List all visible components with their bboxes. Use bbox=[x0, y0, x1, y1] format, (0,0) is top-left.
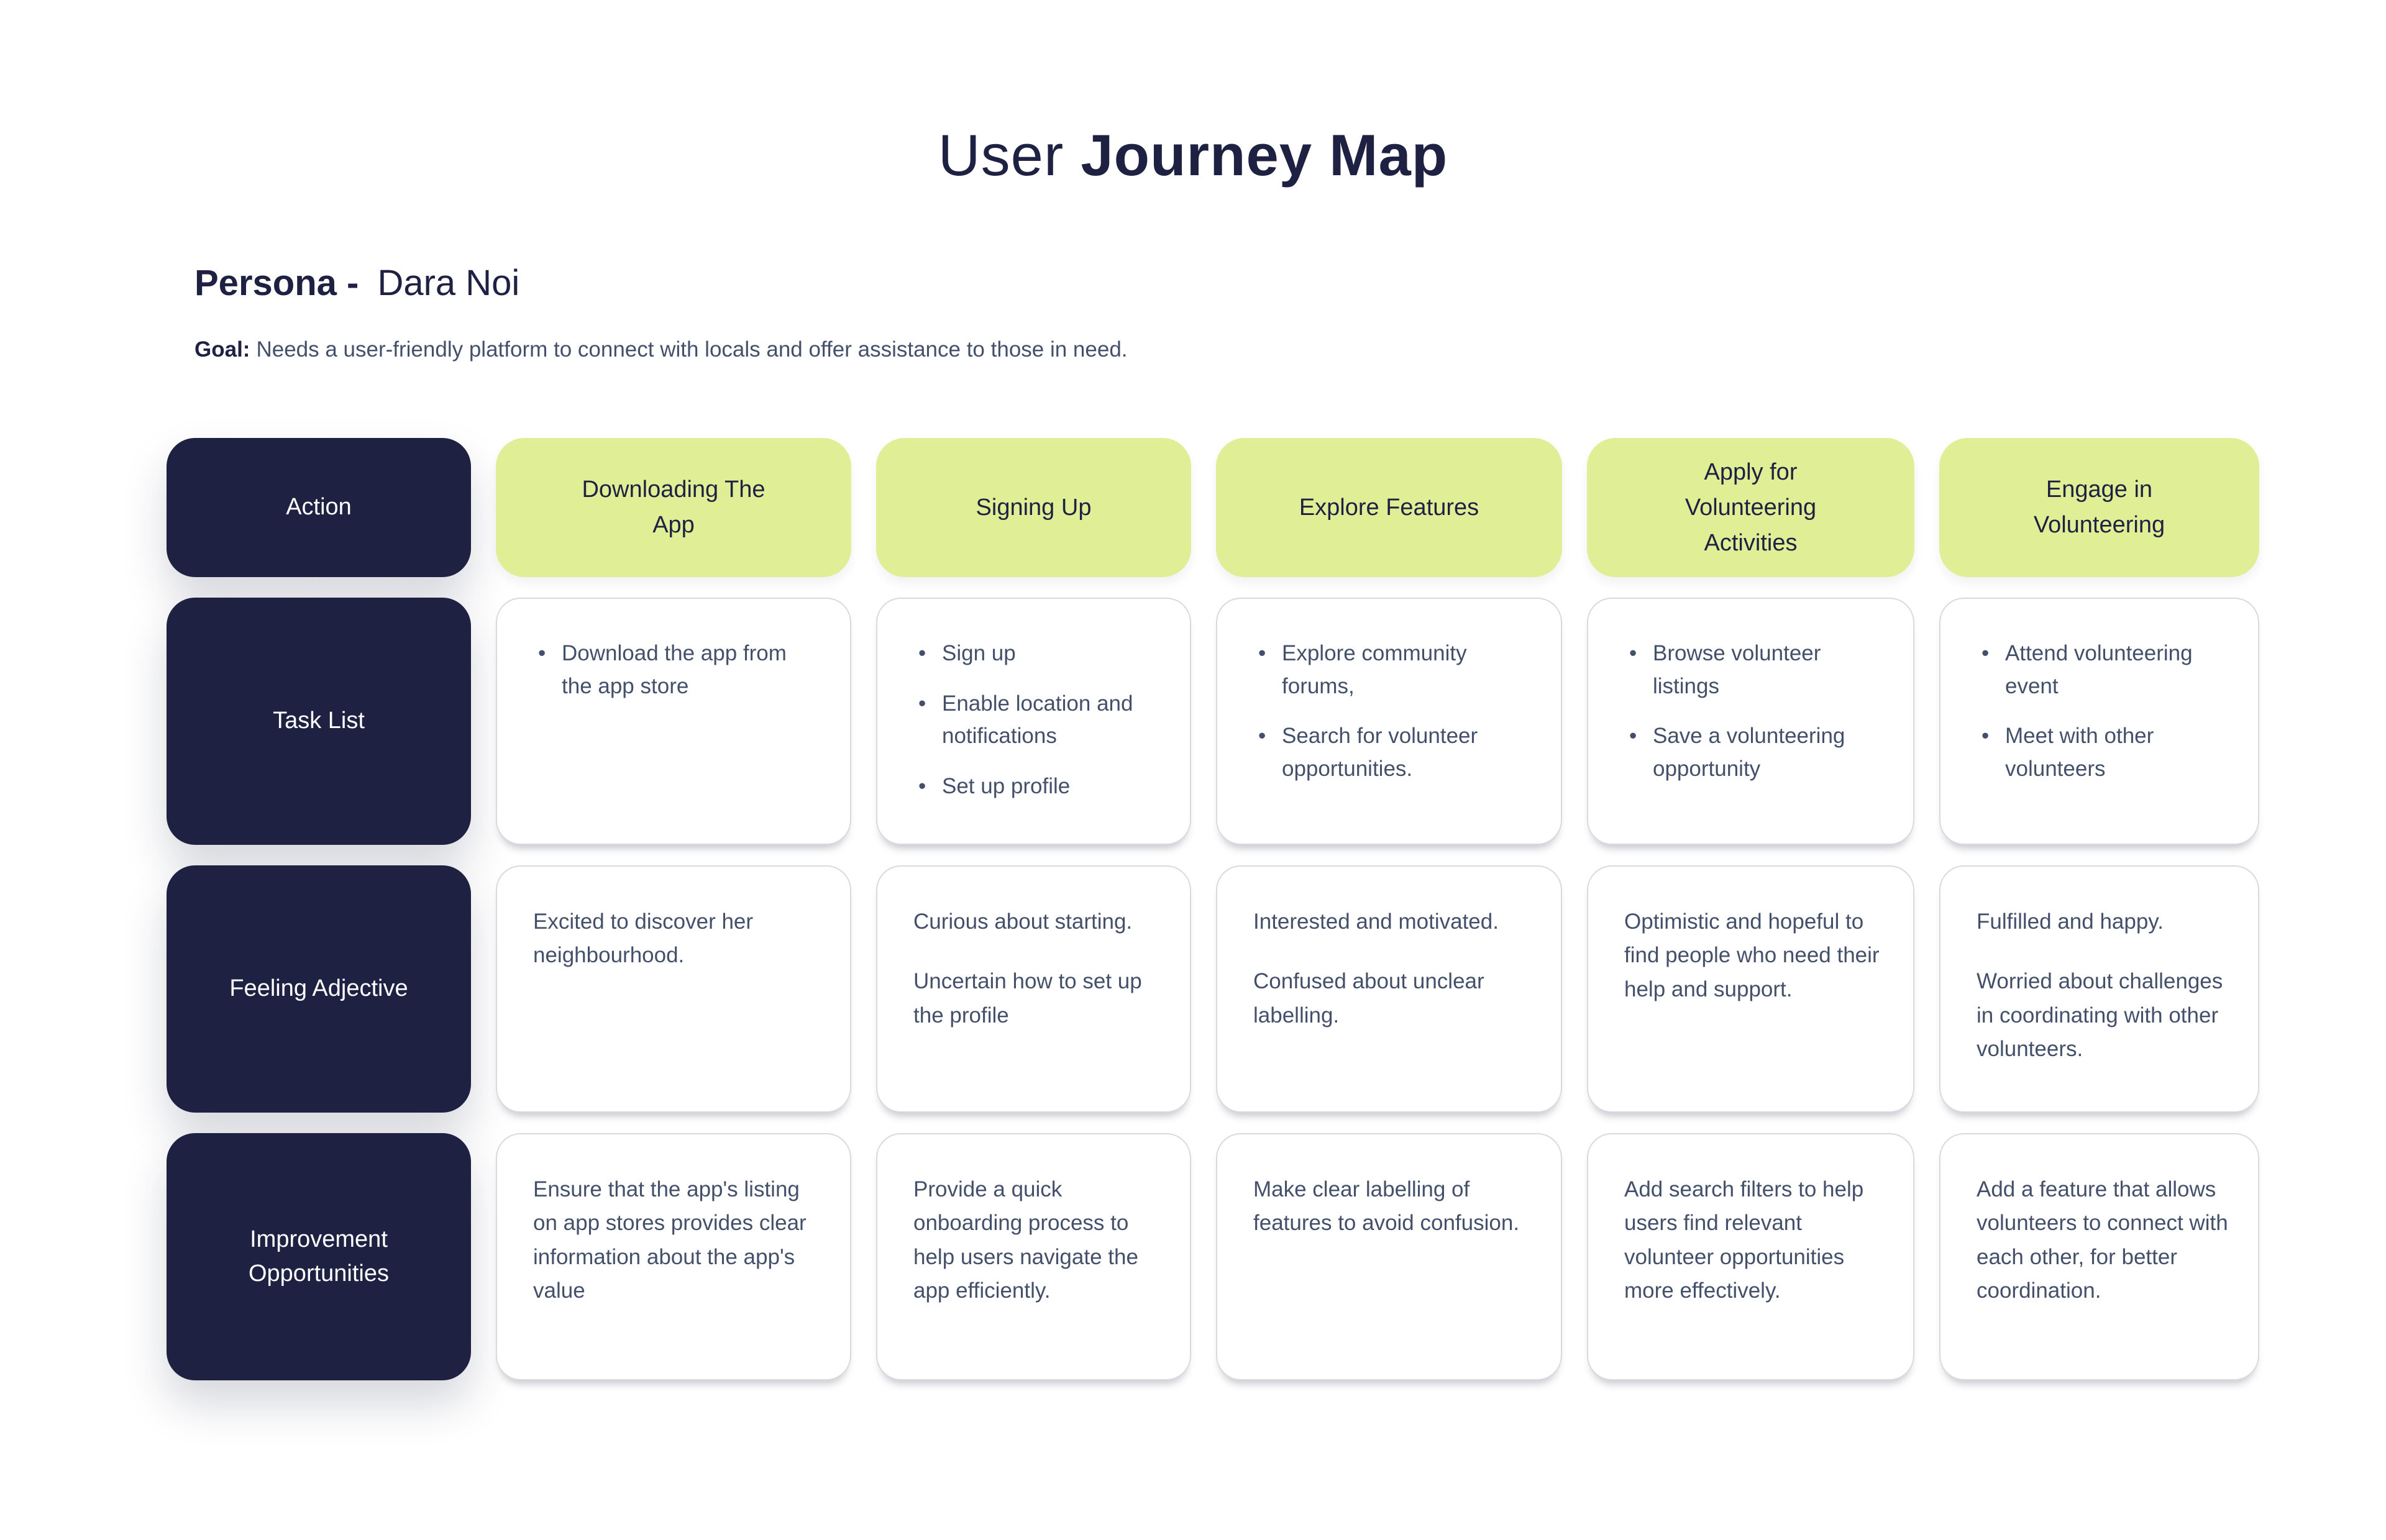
persona-heading: Persona - Dara Noi bbox=[194, 262, 2386, 304]
page-title-light: User bbox=[938, 122, 1064, 188]
feeling-text: Interested and motivated. bbox=[1253, 909, 1499, 934]
task-list: Explore community forums, Search for vol… bbox=[1253, 637, 1532, 785]
feeling-card-apply-volunteering: Optimistic and hopeful to find people wh… bbox=[1587, 865, 1914, 1113]
row-label-improvement-opportunities: Improvement Opportunities bbox=[167, 1133, 471, 1380]
feeling-card-signing-up: Curious about starting. Uncertain how to… bbox=[876, 865, 1191, 1113]
feeling-card-downloading: Excited to discover her neighbourhood. bbox=[496, 865, 851, 1113]
improvement-card-signing-up: Provide a quick onboarding process to he… bbox=[876, 1133, 1191, 1380]
feeling-text: Curious about starting. bbox=[913, 909, 1133, 934]
task-card-signing-up: Sign up Enable location and notification… bbox=[876, 598, 1191, 845]
persona-name: Dara Noi bbox=[377, 263, 520, 303]
stage-header-engage-in-volunteering: Engage in Volunteering bbox=[1939, 438, 2259, 577]
task-item: Download the app from the app store bbox=[533, 637, 821, 703]
feeling-text: Worried about challenges in coordinating… bbox=[1977, 969, 2223, 1061]
row-label-task-list: Task List bbox=[167, 598, 471, 845]
improvement-text: Add a feature that allows volunteers to … bbox=[1977, 1177, 2228, 1303]
page-title: User Journey Map bbox=[0, 0, 2386, 189]
task-item: Save a volunteering opportunity bbox=[1624, 720, 1885, 785]
improvement-card-downloading: Ensure that the app's listing on app sto… bbox=[496, 1133, 851, 1380]
feeling-text: Fulfilled and happy. bbox=[1977, 909, 2164, 934]
task-card-explore-features: Explore community forums, Search for vol… bbox=[1216, 598, 1562, 845]
improvement-text: Add search filters to help users find re… bbox=[1624, 1177, 1864, 1303]
feeling-text: Confused about unclear labelling. bbox=[1253, 969, 1484, 1027]
task-card-downloading: Download the app from the app store bbox=[496, 598, 851, 845]
journey-map-grid: Action Downloading The App Signing Up Ex… bbox=[167, 438, 2259, 1380]
page-title-bold: Journey Map bbox=[1081, 122, 1448, 188]
task-card-apply-volunteering: Browse volunteer listings Save a volunte… bbox=[1587, 598, 1914, 845]
row-label-feeling-adjective: Feeling Adjective bbox=[167, 865, 471, 1113]
task-list: Attend volunteering event Meet with othe… bbox=[1977, 637, 2229, 785]
task-list: Browse volunteer listings Save a volunte… bbox=[1624, 637, 1885, 785]
improvement-card-explore-features: Make clear labelling of features to avoi… bbox=[1216, 1133, 1562, 1380]
improvement-text: Provide a quick onboarding process to he… bbox=[913, 1177, 1138, 1303]
task-item: Meet with other volunteers bbox=[1977, 720, 2229, 785]
goal-line: Goal:Needs a user-friendly platform to c… bbox=[194, 337, 2386, 362]
task-item: Browse volunteer listings bbox=[1624, 637, 1885, 703]
task-item: Search for volunteer opportunities. bbox=[1253, 720, 1532, 785]
task-item: Sign up bbox=[913, 637, 1161, 670]
improvement-text: Ensure that the app's listing on app sto… bbox=[533, 1177, 807, 1303]
stage-header-apply-for-volunteering: Apply for Volunteering Activities bbox=[1587, 438, 1914, 577]
feeling-card-explore-features: Interested and motivated. Confused about… bbox=[1216, 865, 1562, 1113]
improvement-card-engage-volunteering: Add a feature that allows volunteers to … bbox=[1939, 1133, 2259, 1380]
goal-text: Needs a user-friendly platform to connec… bbox=[256, 337, 1128, 362]
feeling-text: Optimistic and hopeful to find people wh… bbox=[1624, 909, 1880, 1001]
task-list: Download the app from the app store bbox=[533, 637, 821, 703]
persona-label: Persona - bbox=[194, 263, 359, 303]
row-label-action: Action bbox=[167, 438, 471, 577]
task-item: Attend volunteering event bbox=[1977, 637, 2229, 703]
feeling-text: Excited to discover her neighbourhood. bbox=[533, 909, 754, 968]
task-item: Set up profile bbox=[913, 770, 1161, 803]
improvement-card-apply-volunteering: Add search filters to help users find re… bbox=[1587, 1133, 1914, 1380]
stage-header-downloading-the-app: Downloading The App bbox=[496, 438, 851, 577]
improvement-text: Make clear labelling of features to avoi… bbox=[1253, 1177, 1520, 1236]
goal-label: Goal: bbox=[194, 337, 250, 362]
task-list: Sign up Enable location and notification… bbox=[913, 637, 1161, 803]
feeling-text: Uncertain how to set up the profile bbox=[913, 969, 1142, 1027]
task-item: Enable location and notifications bbox=[913, 688, 1161, 753]
task-card-engage-volunteering: Attend volunteering event Meet with othe… bbox=[1939, 598, 2259, 845]
persona-block: Persona - Dara Noi Goal:Needs a user-fri… bbox=[194, 262, 2386, 362]
stage-header-signing-up: Signing Up bbox=[876, 438, 1191, 577]
stage-header-explore-features: Explore Features bbox=[1216, 438, 1562, 577]
feeling-card-engage-volunteering: Fulfilled and happy. Worried about chall… bbox=[1939, 865, 2259, 1113]
task-item: Explore community forums, bbox=[1253, 637, 1532, 703]
